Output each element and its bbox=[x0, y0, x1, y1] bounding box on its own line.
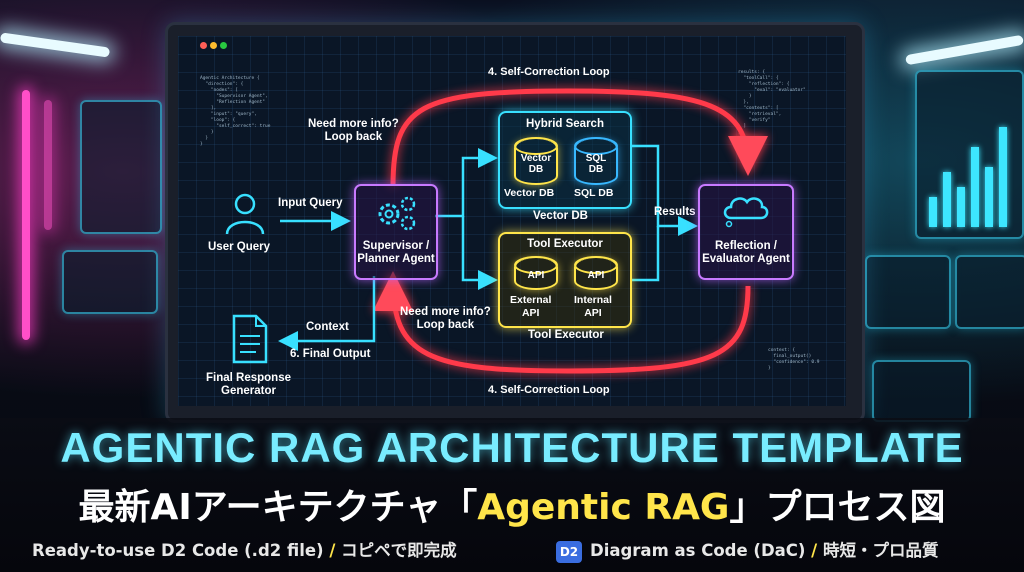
need-info-label-bottom: Need more info? Loop back bbox=[400, 306, 491, 331]
background-monitor-left bbox=[80, 100, 162, 234]
title-jp-suffix: 」プロセス図 bbox=[729, 487, 946, 528]
context-edge bbox=[278, 276, 376, 351]
footer-left-jp: コピペで即完成 bbox=[341, 541, 457, 560]
tool-executor-title: Tool Executor bbox=[527, 238, 603, 250]
supervisor-to-tool bbox=[461, 216, 498, 290]
external-api-label: External API bbox=[510, 294, 552, 319]
sql-db-cyl-text: SQL DB bbox=[585, 153, 607, 175]
footer-right-jp: 時短・プロ品質 bbox=[822, 541, 939, 560]
hybrid-search-title: Hybrid Search bbox=[526, 118, 604, 130]
context-label: Context bbox=[306, 321, 349, 333]
gears-icon bbox=[378, 196, 416, 231]
footer-right: D2 Diagram as Code (DaC) / 時短・プロ品質 bbox=[556, 537, 938, 563]
user-icon bbox=[225, 193, 265, 235]
chip-board bbox=[872, 360, 971, 422]
diagram-connectors bbox=[278, 88, 768, 374]
loop-label-top: 4. Self-Correction Loop bbox=[488, 66, 610, 78]
footer-right-text: Diagram as Code (DaC) bbox=[590, 541, 806, 560]
results-edge-top bbox=[630, 144, 698, 236]
reflection-agent-node: Reflection / Evaluator Agent bbox=[698, 184, 794, 280]
tool-executor-group: Tool Executor API API External API Inter… bbox=[498, 232, 632, 328]
external-api-cyl-text: API bbox=[527, 270, 545, 281]
results-label: Results bbox=[654, 206, 696, 218]
neon-light-left-2 bbox=[44, 100, 52, 230]
background-monitor-left-2 bbox=[62, 250, 158, 314]
vector-db-cyl-text: Vector DB bbox=[520, 153, 552, 175]
title-jp-prefix: 最新AIアーキテクチャ「 bbox=[78, 487, 478, 528]
window-minimize-dot bbox=[210, 42, 217, 49]
hybrid-search-group: Hybrid Search Vector DB SQL DB Vector DB… bbox=[498, 111, 632, 209]
internal-api-label: Internal API bbox=[574, 294, 612, 319]
footer-right-separator: / bbox=[805, 541, 823, 560]
document-icon bbox=[232, 314, 268, 364]
window-maximize-dot bbox=[220, 42, 227, 49]
footer-left: Ready-to-use D2 Code (.d2 file) / コピペで即完… bbox=[32, 537, 457, 561]
input-query-label: Input Query bbox=[278, 197, 343, 209]
reflection-label: Reflection / Evaluator Agent bbox=[702, 240, 790, 265]
window-close-dot bbox=[200, 42, 207, 49]
internal-api-cylinder: API bbox=[574, 256, 618, 290]
final-output-label: 6. Final Output bbox=[290, 348, 371, 360]
footer-left-text: Ready-to-use D2 Code (.d2 file) bbox=[32, 541, 324, 560]
diagram-screen: Agentic Architecture { "direction": { "n… bbox=[178, 36, 846, 406]
footer-left-separator: / bbox=[323, 541, 342, 560]
supervisor-agent-node: Supervisor / Planner Agent bbox=[354, 184, 438, 280]
internal-api-cyl-text: API bbox=[587, 270, 605, 281]
sql-db-label: SQL DB bbox=[574, 187, 614, 199]
user-query-label: User Query bbox=[208, 241, 271, 253]
supervisor-to-hybrid bbox=[435, 148, 498, 218]
vector-db-label: Vector DB bbox=[504, 187, 555, 199]
results-edge-bottom bbox=[630, 226, 660, 282]
code-snippet-right: results: { "toolCall": { "reflection": {… bbox=[738, 70, 806, 135]
hybrid-search-footer: Vector DB bbox=[533, 210, 588, 222]
external-api-cylinder: API bbox=[514, 256, 558, 290]
tool-executor-footer: Tool Executor bbox=[528, 329, 604, 341]
loop-label-bottom: 4. Self-Correction Loop bbox=[488, 384, 610, 396]
neon-light-left bbox=[22, 90, 30, 340]
background-monitor-right-3 bbox=[955, 255, 1024, 329]
d2-logo-icon: D2 bbox=[556, 540, 582, 563]
title-banner bbox=[0, 418, 1024, 572]
title-japanese: 最新AIアーキテクチャ「Agentic RAG」プロセス図 bbox=[0, 478, 1024, 530]
code-snippet-bottom-right: context: { final_output() "confidence": … bbox=[768, 348, 820, 371]
code-snippet-left: Agentic Architecture { "direction": { "n… bbox=[200, 76, 271, 147]
background-monitor-right-2 bbox=[865, 255, 951, 329]
final-response-label: Final Response Generator bbox=[206, 372, 291, 397]
title-english: AGENTIC RAG ARCHITECTURE TEMPLATE bbox=[60, 424, 964, 471]
self-correction-loop-bottom bbox=[373, 271, 751, 374]
background-monitor-right bbox=[915, 70, 1024, 239]
vector-db-cylinder: Vector DB bbox=[514, 137, 558, 185]
thought-cloud-icon bbox=[723, 197, 769, 228]
sql-db-cylinder: SQL DB bbox=[574, 137, 618, 185]
self-correction-loop-top bbox=[390, 88, 768, 187]
need-info-label-top: Need more info? Loop back bbox=[308, 118, 399, 143]
title-jp-highlight: Agentic RAG bbox=[477, 487, 730, 528]
supervisor-label: Supervisor / Planner Agent bbox=[357, 240, 435, 265]
